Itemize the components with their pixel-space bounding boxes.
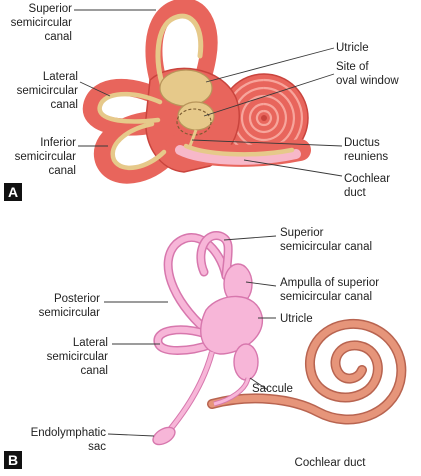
label-b-lateral-line1: Lateral — [73, 337, 108, 349]
label-b-lateral-line3: canal — [81, 365, 109, 377]
label-a-lateral-line1: Lateral — [43, 71, 78, 83]
label-b-saccule: Saccule — [252, 383, 293, 395]
label-b-ampulla-line1: Ampulla of superior — [280, 277, 379, 289]
panel-a-labels: Superior semicircular canal Lateral semi… — [11, 3, 400, 199]
panel-a-lateral-duct — [97, 91, 163, 124]
label-b-posterior-line1: Posterior — [54, 293, 100, 305]
label-b-utricle: Utricle — [280, 313, 313, 325]
label-a-ductus-line1: Ductus — [344, 137, 380, 149]
panel-b-endolymphatic-duct-outline — [165, 351, 215, 434]
panel-a-membranous-labyrinth — [97, 13, 295, 170]
panel-a-superior-duct — [155, 13, 204, 93]
panel-a-cochlear-duct — [183, 143, 295, 157]
label-a-oval-line2: oval window — [336, 75, 399, 87]
label-b-posterior-line2: semicircular — [39, 307, 101, 319]
label-b-endolymphatic-line2: sac — [88, 441, 106, 453]
panel-b-superior-canal — [197, 232, 232, 279]
label-a-ductus-line2: reuniens — [344, 151, 388, 163]
panel-b-labels: Superior semicircular canal Ampulla of s… — [31, 227, 380, 469]
label-b-superior-line2: semicircular canal — [280, 241, 372, 253]
panel-a-ductus-reuniens — [188, 129, 198, 147]
panel-b-endolymphatic-sac — [152, 426, 176, 446]
panel-a-perilymph-space — [175, 145, 301, 165]
label-a-lateral-line3: canal — [51, 99, 79, 111]
label-a-superior-line2: semicircular — [11, 17, 73, 29]
panel-a-inferior-duct — [110, 121, 167, 170]
label-b-cochlear-duct: Cochlear duct — [295, 457, 367, 469]
label-a-cochlear-line2: duct — [344, 187, 367, 199]
panel-b-saccule — [233, 343, 259, 381]
label-a-oval-line1: Site of — [336, 61, 369, 73]
panel-b-badge-box — [4, 451, 22, 469]
label-b-ampulla-line2: semicircular canal — [280, 291, 372, 303]
panel-b-cochlear-duct — [207, 318, 407, 425]
panel-a-inferior-canal-bone — [93, 111, 177, 184]
panel-b-badge: B — [4, 451, 22, 469]
panel-a-utricle — [159, 69, 213, 107]
label-a-utricle: Utricle — [336, 42, 369, 54]
panel-b-leaders — [104, 235, 277, 437]
label-b-superior-line1: Superior — [280, 227, 324, 239]
panel-b-badge-letter: B — [8, 452, 18, 468]
panel-a: Superior semicircular canal Lateral semi… — [4, 0, 400, 201]
panel-a-badge-box — [4, 183, 22, 201]
panel-b-posterior-canal — [165, 234, 229, 333]
label-b-endolymphatic-line1: Endolymphatic — [31, 427, 107, 439]
panel-b-utricle — [200, 295, 263, 355]
panel-a-badge-letter: A — [8, 184, 18, 200]
panel-b-endolymphatic-duct — [166, 351, 214, 434]
label-a-superior-line3: canal — [45, 31, 73, 43]
label-a-lateral-line2: semicircular — [17, 85, 79, 97]
panel-a-cochlea-apex — [261, 115, 267, 121]
label-a-cochlear-line1: Cochlear — [344, 173, 390, 185]
panel-b-ductus — [213, 377, 250, 406]
panel-b-cochlear-duct-fill — [208, 320, 405, 424]
label-b-lateral-line2: semicircular — [47, 351, 109, 363]
panel-b: Superior semicircular canal Ampulla of s… — [4, 227, 407, 469]
panel-b-lateral-canal — [155, 326, 215, 354]
label-a-inferior-line1: Inferior — [40, 137, 76, 149]
label-a-superior-line1: Superior — [29, 3, 73, 15]
panel-a-leaders — [74, 9, 343, 177]
panel-a-badge: A — [4, 183, 22, 201]
panel-b-membranous-labyrinth — [152, 231, 263, 446]
label-a-inferior-line3: canal — [49, 165, 77, 177]
panel-a-oval-window-site — [176, 108, 212, 136]
label-a-inferior-line2: semicircular — [15, 151, 77, 163]
